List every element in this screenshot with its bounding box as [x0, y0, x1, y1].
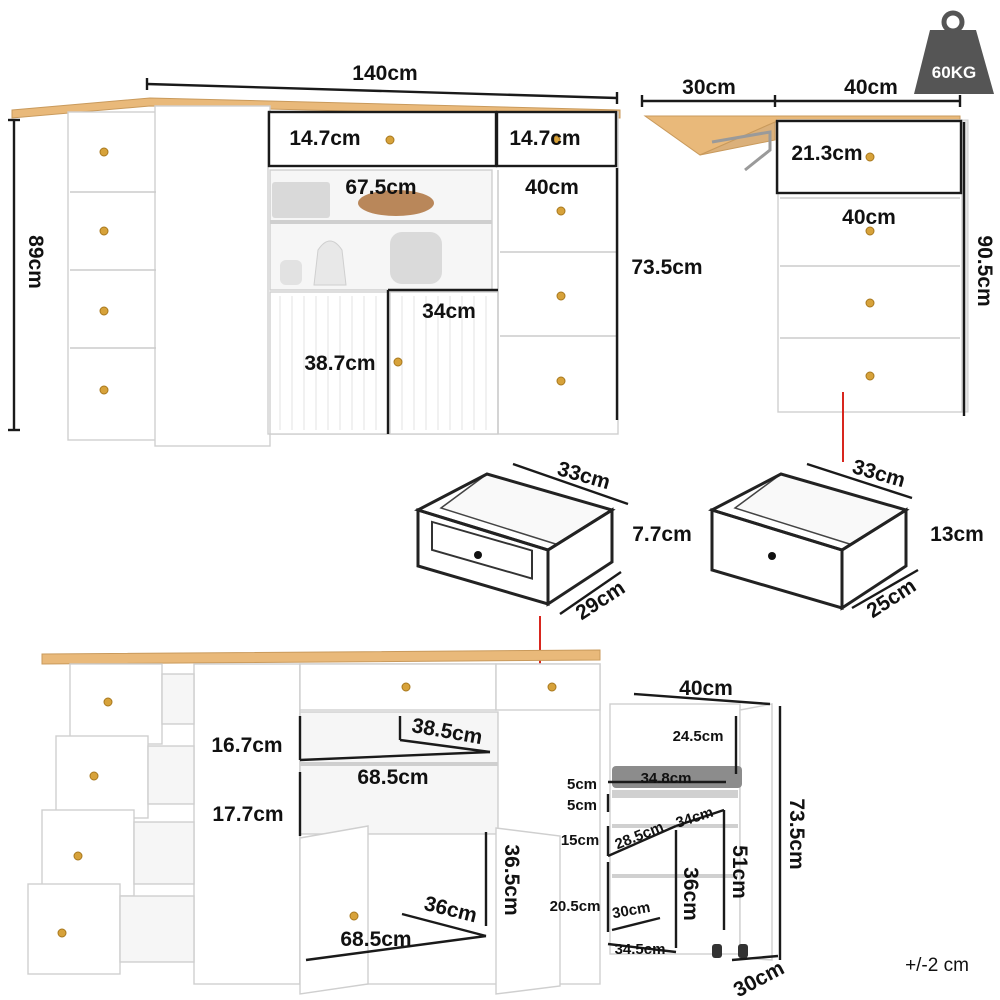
top-island-illustration	[11, 97, 621, 447]
drawer-knob	[401, 682, 411, 692]
vase	[313, 240, 347, 286]
cabinet-side	[739, 703, 773, 961]
top-drawer-right-label: 14.7cm	[509, 127, 580, 150]
fluted-door-left	[269, 291, 389, 435]
pulled-drawer	[27, 883, 121, 975]
drawer-knob	[73, 851, 83, 861]
island-height-label: 89cm	[24, 235, 47, 289]
side-cabinet-width-label: 40cm	[679, 677, 733, 700]
drawer-knob	[865, 152, 875, 162]
drawer-knob	[865, 371, 875, 381]
pulled-drawer	[69, 663, 163, 745]
shelf1-width-label: 68.5cm	[357, 766, 428, 789]
side-height-label: 90.5cm	[973, 235, 996, 306]
cabinet-door-width-label: 34cm	[422, 300, 476, 323]
pulled-drawer	[55, 735, 149, 819]
side-top-drawer-label: 21.3cm	[791, 142, 862, 165]
drawer-knob	[547, 682, 557, 692]
left-side-panel	[154, 105, 271, 447]
caster	[738, 944, 748, 958]
top-drawer-left-label: 14.7cm	[289, 127, 360, 150]
drawer-knob	[865, 226, 875, 236]
shelf1-height-label: 16.7cm	[211, 734, 282, 757]
drawer-knob	[99, 385, 109, 395]
side-view-dimensions	[640, 95, 966, 462]
leaf-bracket	[711, 130, 772, 172]
door-knob	[349, 911, 359, 921]
fluted-door-right	[389, 291, 499, 435]
drawer-handle	[474, 551, 482, 559]
countertop	[41, 649, 601, 665]
drawer-knob	[556, 206, 566, 216]
lower-height-label: 20.5cm	[550, 898, 601, 915]
weight-badge: 60KG	[914, 10, 994, 94]
shelf2-height-label: 17.7cm	[212, 803, 283, 826]
drawer-handle	[768, 552, 776, 560]
cushion-gap-bottom-label: 5cm	[567, 797, 597, 814]
right-drawer-width-label: 40cm	[525, 176, 579, 199]
bottom-island-illustration	[27, 649, 601, 995]
open-shelf	[269, 169, 493, 291]
drawer-knob	[385, 135, 395, 145]
plates	[272, 182, 330, 218]
leaf-width-label: 30cm	[682, 76, 736, 99]
bowl-stack	[390, 232, 442, 284]
top-island-dimensions	[8, 78, 619, 434]
drawer-knob	[556, 291, 566, 301]
open-door-right	[495, 827, 561, 995]
side-cabinet-illustration	[609, 703, 773, 961]
bottom-island-dimensions	[298, 716, 491, 962]
side-cabinet-dimensions	[606, 692, 782, 962]
open-shelf-width-label: 67.5cm	[345, 176, 416, 199]
drawer-small-detail	[414, 462, 629, 615]
inner-height-label: 36cm	[679, 867, 702, 921]
drawer-knob	[99, 226, 109, 236]
bowl	[358, 190, 434, 216]
cushion-width-label: 34.8cm	[641, 770, 692, 787]
caster	[712, 944, 722, 958]
weight-icon	[914, 30, 994, 94]
side-drawer-width-label: 40cm	[842, 206, 896, 229]
small-jar	[280, 260, 302, 285]
lower-width-label: 30cm	[611, 899, 652, 922]
drawer-knob	[556, 376, 566, 386]
drawer-knob	[99, 147, 109, 157]
base-width-label: 34.5cm	[615, 941, 666, 958]
drawer-knob	[57, 928, 67, 938]
door-height-label: 51cm	[728, 845, 751, 899]
total-width-label: 140cm	[352, 62, 417, 85]
cabinet-width-label: 68.5cm	[340, 928, 411, 951]
cabinet-height-label: 36.5cm	[500, 844, 523, 915]
cabinet-height-label: 38.7cm	[304, 352, 375, 375]
door-knob	[393, 357, 403, 367]
top-shelf-height-label: 24.5cm	[673, 728, 724, 745]
side-body-width-label: 40cm	[844, 76, 898, 99]
drawer-knob	[89, 771, 99, 781]
drawer-large-detail	[708, 462, 919, 611]
tolerance-note: +/-2 cm	[905, 955, 969, 976]
drawer-knob	[99, 306, 109, 316]
shelf-height-label: 15cm	[561, 832, 599, 849]
drawer-knob	[865, 298, 875, 308]
weight-label: 60KG	[932, 63, 976, 82]
drawer-small-height-label: 7.7cm	[632, 523, 692, 546]
drawer-large-height-label: 13cm	[930, 523, 984, 546]
drawer-knob	[103, 697, 113, 707]
depth-label: 30cm	[730, 956, 788, 1000]
right-stack-height-label: 73.5cm	[631, 256, 702, 279]
drawer-knob	[551, 135, 561, 145]
weight-handle-icon	[941, 10, 965, 34]
left-drawer-stack	[67, 111, 159, 441]
open-door-left	[299, 825, 369, 995]
total-height-label: 73.5cm	[785, 798, 808, 869]
pulled-drawer	[41, 809, 135, 897]
cushion-gap-top-label: 5cm	[567, 776, 597, 793]
